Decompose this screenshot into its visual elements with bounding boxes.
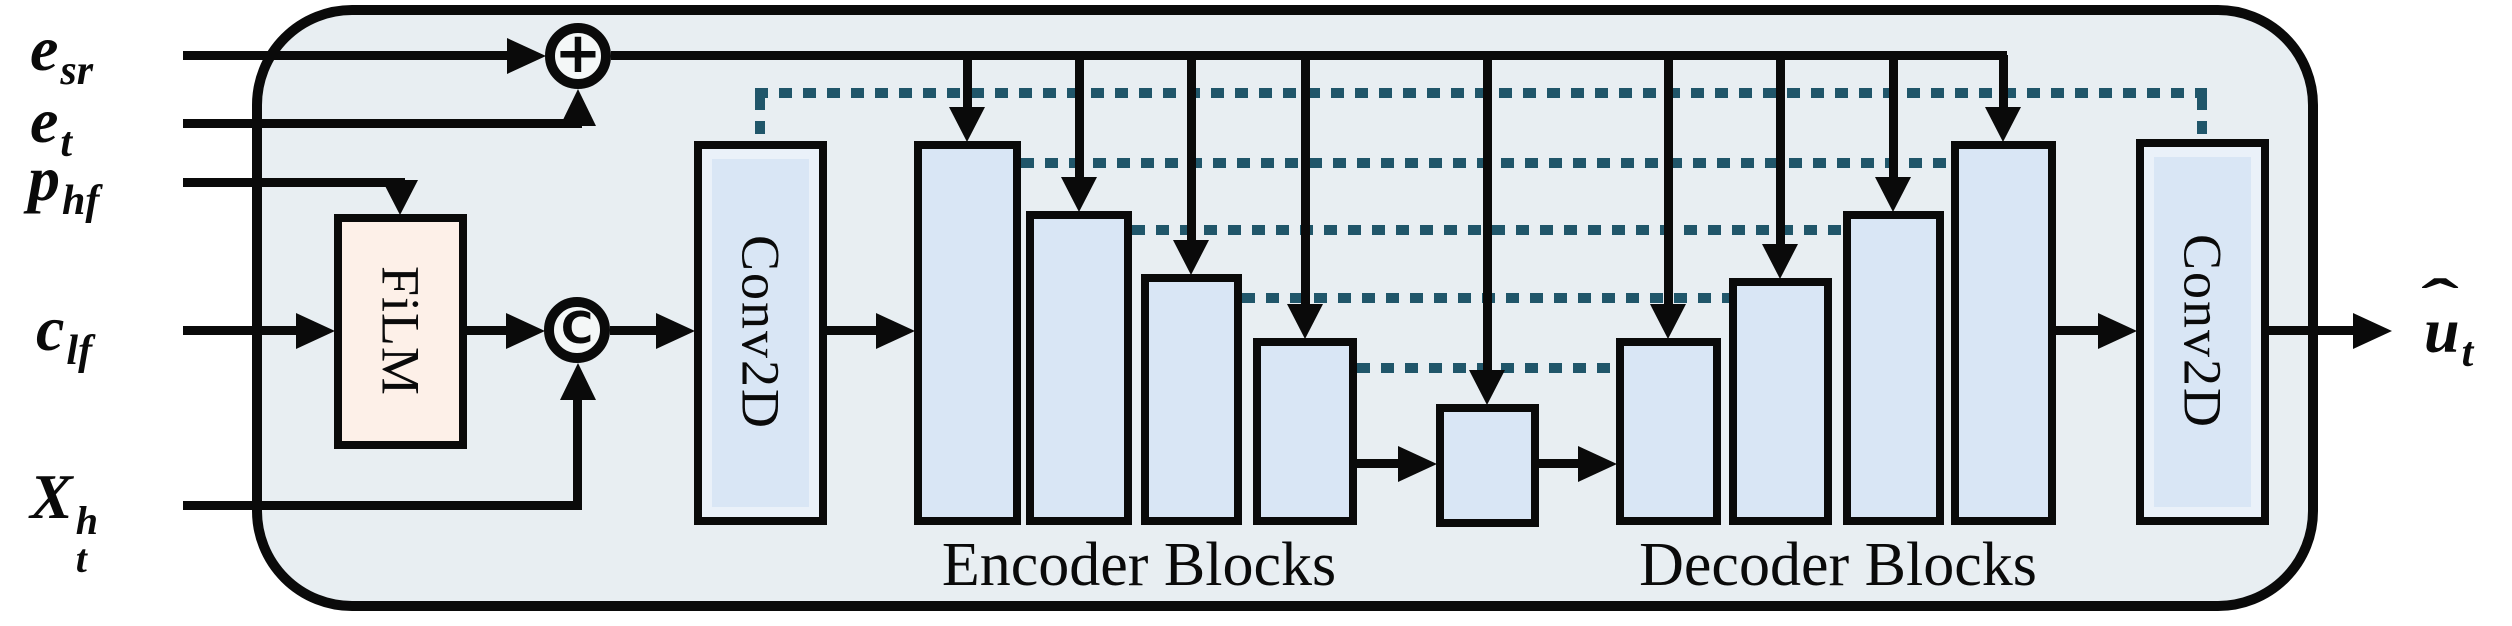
- et-main: e: [30, 85, 59, 156]
- cond-arrow-d3: [1875, 177, 1911, 212]
- concat-operator: C: [544, 297, 610, 363]
- xth-sub: t: [75, 536, 87, 581]
- clf-main: c: [36, 293, 65, 364]
- decoder-blocks-label: Decoder Blocks: [1639, 531, 2037, 599]
- cond-drop-e1: [963, 55, 972, 111]
- skip-conv-vertical-left: [755, 97, 765, 143]
- concat-icon: C: [560, 302, 594, 354]
- film-to-concat-line: [467, 326, 512, 335]
- input-label-phf: phf: [28, 144, 99, 236]
- clf-sub: lf: [66, 328, 93, 374]
- input-label-et: et: [30, 86, 72, 178]
- clf-arrowhead: [296, 313, 335, 349]
- cond-drop-d1: [1664, 55, 1673, 309]
- phf-line: [183, 178, 405, 187]
- encoder-block-1: [914, 141, 1021, 525]
- output-arrowhead: [2353, 313, 2392, 349]
- cond-arrow-e3: [1173, 240, 1209, 275]
- conv2d-input-label: Conv2D: [730, 235, 791, 431]
- et-line: [183, 119, 582, 128]
- uhat-main: u: [2424, 295, 2460, 366]
- uhat-sub: t: [2461, 330, 2474, 376]
- decoder-block-4: [1951, 141, 2056, 525]
- cond-arrow-d2: [1762, 244, 1798, 279]
- bottleneck-to-decoder-arrowhead: [1578, 446, 1617, 482]
- et-sub: t: [60, 120, 73, 166]
- cond-drop-e3: [1187, 55, 1196, 245]
- cond-drop-e4: [1301, 55, 1310, 309]
- cond-arrow-bottleneck: [1469, 370, 1505, 405]
- phf-arrowhead: [382, 180, 418, 215]
- cond-arrow-e2: [1061, 177, 1097, 212]
- concat-to-conv-arrowhead: [656, 313, 695, 349]
- cond-drop-d3: [1889, 55, 1898, 182]
- decoder-to-conv-arrowhead: [2098, 313, 2137, 349]
- encoder-to-bottleneck-line: [1357, 459, 1402, 468]
- cond-arrow-e4: [1287, 304, 1323, 339]
- input-label-clf: clf: [36, 294, 92, 386]
- xth-line: [183, 501, 582, 510]
- conv2d-output-block: Conv2D: [2136, 139, 2269, 525]
- concat-to-conv-line: [610, 326, 660, 335]
- conv2d-input-block: Conv2D: [694, 141, 827, 525]
- encoder-block-3: [1141, 274, 1242, 525]
- esr-sub: sr: [60, 48, 94, 94]
- bottleneck-to-decoder-line: [1539, 459, 1582, 468]
- et-arrowhead: [560, 89, 596, 126]
- skip-connection-conv: [755, 88, 2207, 98]
- film-to-concat-arrowhead: [506, 313, 545, 349]
- conv2d-output-label: Conv2D: [2172, 234, 2233, 430]
- uhat-hat: ˆ: [2421, 268, 2459, 334]
- esr-main: e: [30, 13, 59, 84]
- conv-to-encoder-arrowhead: [876, 313, 915, 349]
- esr-line: [183, 51, 508, 60]
- cond-drop-e2: [1075, 55, 1084, 181]
- decoder-block-3: [1843, 211, 1944, 525]
- xth-sup: h: [75, 498, 98, 543]
- cond-drop-bottleneck: [1483, 55, 1492, 375]
- output-line: [2269, 326, 2354, 335]
- clf-line: [183, 326, 300, 335]
- xth-line-elbow: [573, 397, 582, 510]
- skip-conv-vertical-right: [2197, 97, 2207, 141]
- conv-to-encoder-line: [827, 326, 880, 335]
- plus-icon: +: [554, 20, 602, 86]
- add-operator: +: [545, 23, 611, 89]
- encoder-block-2: [1026, 211, 1132, 525]
- encoder-block-4: [1253, 338, 1357, 525]
- cond-arrow-d4: [1985, 107, 2021, 142]
- cond-drop-d4: [1999, 55, 2008, 112]
- decoder-block-2: [1729, 278, 1832, 525]
- encoder-blocks-label: Encoder Blocks: [941, 531, 1337, 599]
- xth-arrowhead: [560, 363, 596, 400]
- cond-drop-d2: [1776, 55, 1785, 249]
- phf-sub: hf: [62, 178, 100, 224]
- xth-main: X: [30, 461, 73, 532]
- cond-arrow-e1: [949, 107, 985, 142]
- cond-arrow-d1: [1650, 304, 1686, 339]
- phf-main: p: [28, 143, 60, 214]
- bottleneck-block: [1436, 404, 1539, 527]
- esr-arrowhead: [507, 38, 546, 74]
- film-block: FiLM: [334, 214, 467, 449]
- encoder-to-bottleneck-arrowhead: [1398, 446, 1437, 482]
- film-label: FiLM: [370, 266, 431, 397]
- decoder-block-1: [1616, 338, 1721, 525]
- input-label-esr: esr: [30, 14, 93, 106]
- decoder-to-conv-line: [2056, 326, 2102, 335]
